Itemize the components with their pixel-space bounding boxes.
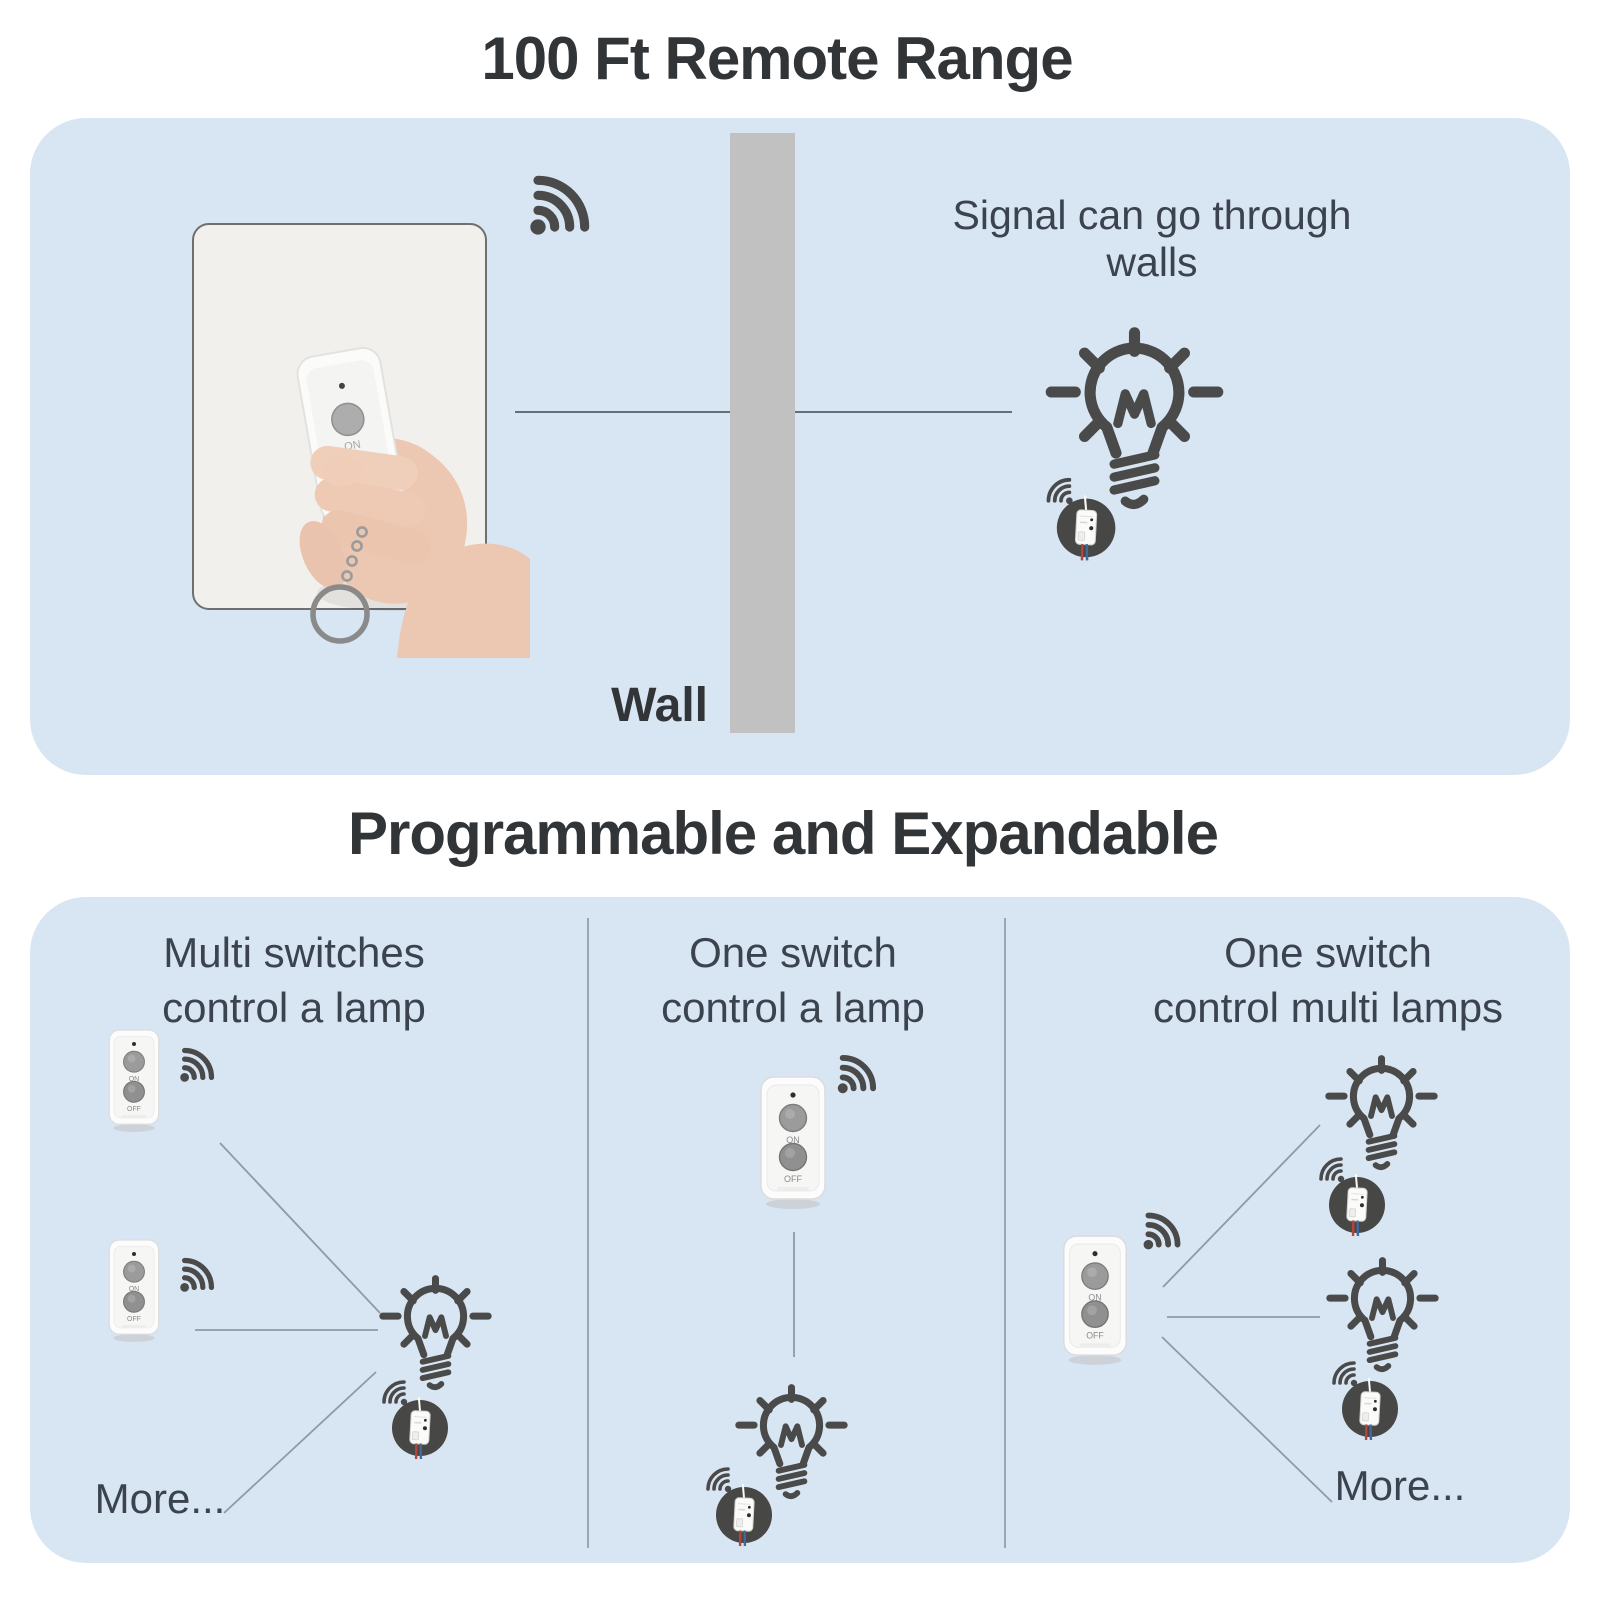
receiver-module-icon xyxy=(1038,465,1130,572)
wifi-signal-icon xyxy=(176,1040,222,1086)
receiver-module-icon xyxy=(1311,1145,1399,1247)
column-3-header-line1: One switch xyxy=(1224,929,1432,976)
remote-control-icon xyxy=(103,1237,165,1345)
receiver-module-icon xyxy=(698,1455,786,1557)
receiver-module-icon xyxy=(374,1368,462,1470)
hand-holding-remote-photo: ON xyxy=(192,223,530,658)
wall-label: Wall xyxy=(611,679,708,732)
top-title: 100 Ft Remote Range xyxy=(481,25,1073,92)
column-1-header-line2: control a lamp xyxy=(162,984,426,1031)
column-divider xyxy=(587,918,589,1548)
wifi-signal-icon xyxy=(1139,1204,1189,1254)
column-3-header-line2: control multi lamps xyxy=(1152,984,1504,1031)
remote-control-icon xyxy=(103,1027,165,1135)
column-2-header-line1: One switch xyxy=(689,929,897,976)
column-3-header: One switch control multi lamps xyxy=(1128,925,1528,1035)
wifi-signal-icon xyxy=(176,1250,222,1296)
column-2-header-line2: control a lamp xyxy=(661,984,925,1031)
signal-through-walls-text: Signal can go through walls xyxy=(952,192,1352,285)
remote-control-icon xyxy=(1056,1232,1134,1369)
keychain xyxy=(341,526,368,582)
column-1-header-line1: Multi switches xyxy=(163,929,425,976)
wifi-signal-icon xyxy=(523,162,603,242)
receiver-module-icon xyxy=(1324,1349,1412,1451)
column-2-header: One switch control a lamp xyxy=(593,925,993,1035)
wifi-signal-icon xyxy=(833,1046,885,1098)
more-text: More... xyxy=(1334,1462,1466,1509)
column-1-header: Multi switches control a lamp xyxy=(94,925,494,1035)
wall-bar xyxy=(730,133,795,733)
bottom-title: Programmable and Expandable xyxy=(348,800,1219,867)
more-text: More... xyxy=(94,1475,226,1522)
remote-control-icon xyxy=(753,1073,833,1213)
key-ring xyxy=(310,584,370,644)
column-divider xyxy=(1004,918,1006,1548)
